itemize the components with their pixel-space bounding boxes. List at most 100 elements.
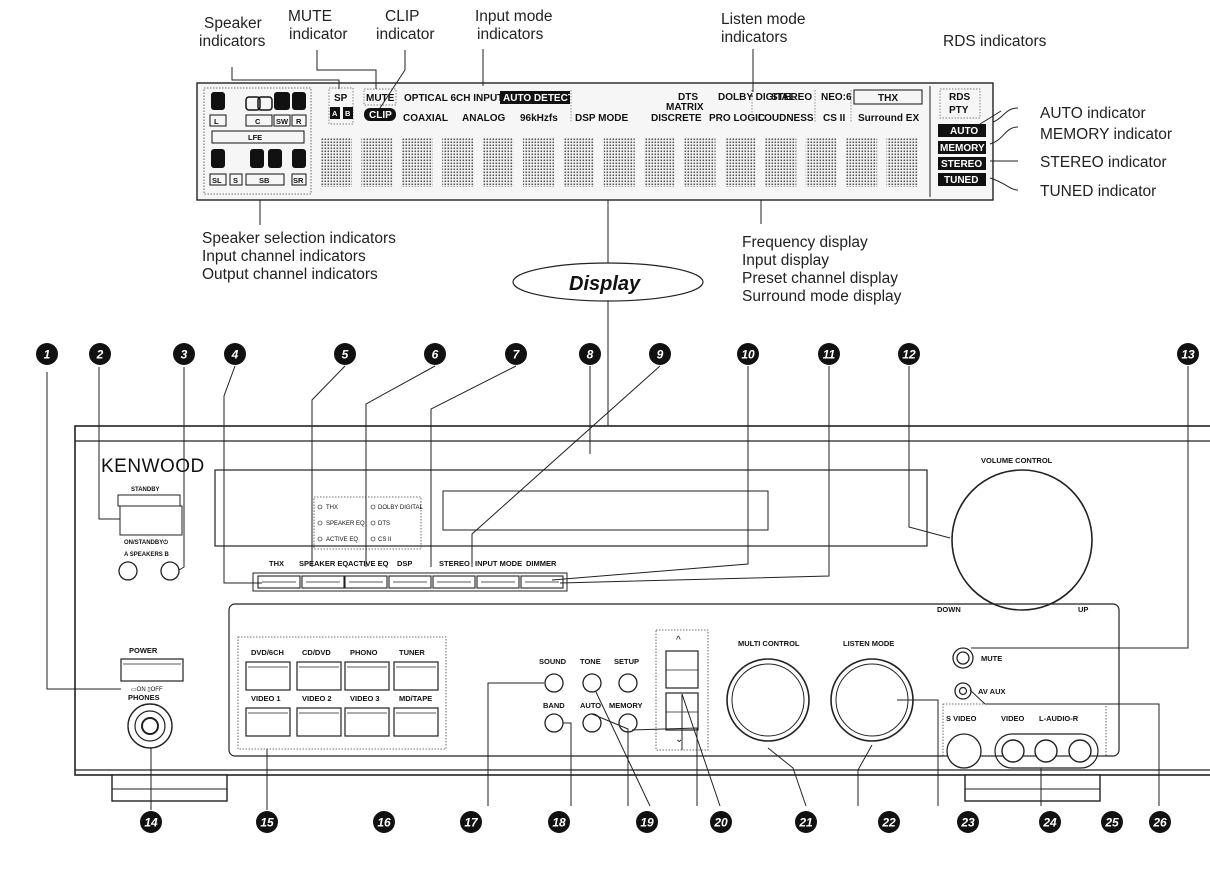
callout-badge-26: [1149, 811, 1171, 833]
l-audio-r-label: L-AUDIO-R: [1039, 714, 1079, 723]
chevron-down-icon: ⌄: [675, 734, 683, 745]
callout-badge-13: [1177, 343, 1199, 365]
label-mute-ind-2: indicator: [289, 26, 348, 43]
setup-button[interactable]: [618, 673, 638, 693]
audio-l-jack[interactable]: [1034, 739, 1058, 763]
label-input-mode-1: Input mode: [475, 8, 553, 25]
vfd-thx: THX: [878, 93, 898, 104]
callout-number-15: 15: [260, 815, 274, 829]
src-cddvd-label: CD/DVD: [302, 648, 331, 657]
callout-number-26: 26: [1152, 815, 1167, 829]
src-video3-button[interactable]: [344, 707, 390, 737]
label-speaker-ind-2: indicators: [199, 33, 266, 50]
vfd-matrix: MATRIX: [666, 102, 704, 113]
vfd-dolby: DOLBY DIGITAL: [718, 92, 795, 103]
preset-up-button[interactable]: [665, 650, 699, 689]
src-dvd6ch-button[interactable]: [245, 661, 291, 691]
standby-label: STANDBY: [131, 487, 160, 493]
vfd-cs2: CS II: [823, 113, 845, 124]
callout-number-6: 6: [432, 347, 439, 361]
vfd-dsp-mode: DSP MODE: [575, 113, 628, 124]
power-button[interactable]: [120, 658, 184, 682]
av-aux-label: AV AUX: [978, 687, 1006, 696]
on-off-label: ▭ON ▯OFF: [131, 687, 163, 693]
callout-number-24: 24: [1042, 815, 1057, 829]
callout-badge-23: [957, 811, 979, 833]
src-video1-button[interactable]: [245, 707, 291, 737]
led-thx: THX: [326, 505, 338, 511]
callout-badge-6: [424, 343, 446, 365]
setup-label: SETUP: [614, 657, 639, 666]
video-jack[interactable]: [1001, 739, 1025, 763]
callout-number-11: 11: [823, 347, 836, 361]
volume-up-label: UP: [1078, 605, 1088, 614]
number-leader-lines: [46, 365, 1189, 810]
callout-number-1: 1: [44, 347, 51, 361]
label-memory: MEMORY indicator: [1040, 126, 1172, 143]
src-mdtape-button[interactable]: [393, 707, 439, 737]
speakers-a-button[interactable]: [118, 561, 138, 581]
tone-button[interactable]: [582, 673, 602, 693]
on-standby-label: ON/STANDBY⏻: [124, 539, 168, 546]
callout-number-4: 4: [231, 347, 239, 361]
label-speaker-sel-1: Speaker selection indicators: [202, 230, 396, 247]
callout-badge-1: [36, 343, 58, 365]
dot-matrix-character: [361, 138, 393, 187]
chevron-up-icon: ^: [676, 635, 681, 646]
top-leader-lines: [231, 49, 1019, 454]
display-title: Display: [569, 273, 641, 295]
dot-matrix-character: [321, 138, 352, 187]
dot-matrix-character: [684, 138, 716, 187]
vfd-discrete: DISCRETE: [651, 113, 702, 124]
callout-badge-11: [818, 343, 840, 365]
src-video2-button[interactable]: [296, 707, 342, 737]
src-phono-button[interactable]: [344, 661, 390, 691]
src-cddvd-button[interactable]: [296, 661, 342, 691]
led-dts: DTS: [378, 521, 390, 527]
vfd-a: A: [332, 109, 338, 118]
src-video2-label: VIDEO 2: [302, 694, 332, 703]
callout-number-18: 18: [552, 815, 566, 829]
ch-sw: SW: [276, 117, 289, 126]
vfd-analog: ANALOG: [462, 113, 506, 124]
callout-badge-18: [548, 811, 570, 833]
callout-number-10: 10: [741, 347, 755, 361]
dot-matrix-character: [442, 138, 474, 187]
sound-button[interactable]: [544, 673, 564, 693]
callout-badge-16: [373, 811, 395, 833]
callout-number-12: 12: [902, 347, 916, 361]
multi-control-knob[interactable]: [726, 658, 810, 742]
led-cs2: CS II: [378, 537, 392, 543]
function-button-row: [252, 572, 568, 592]
label-rds: RDS indicators: [943, 33, 1047, 50]
label-tuned: TUNED indicator: [1040, 183, 1156, 200]
vfd-pty: PTY: [949, 105, 969, 116]
callout-badge-19: [636, 811, 658, 833]
vfd-stereo: STEREO: [771, 92, 812, 103]
s-video-jack[interactable]: [946, 733, 982, 769]
callout-number-22: 22: [881, 815, 896, 829]
callout-number-23: 23: [960, 815, 975, 829]
vfd-clip: CLIP: [369, 110, 392, 121]
standby-button[interactable]: [119, 505, 183, 536]
callout-badge-7: [505, 343, 527, 365]
receiver-body: KENWOOD STANDBY ON/STANDBY⏻ A SPEAKERS B…: [74, 425, 1210, 802]
speakers-b-button[interactable]: [160, 561, 180, 581]
callout-badge-17: [460, 811, 482, 833]
ch-sr: SR: [293, 176, 304, 185]
volume-knob[interactable]: [951, 469, 1093, 611]
src-tuner-button[interactable]: [393, 661, 439, 691]
vfd-b: B: [345, 109, 351, 118]
av-aux-button[interactable]: [954, 682, 972, 700]
band-button[interactable]: [544, 713, 564, 733]
callout-badge-20: [710, 811, 732, 833]
dot-matrix-character: [603, 138, 635, 187]
multi-control-label: MULTI CONTROL: [738, 639, 800, 648]
audio-r-jack[interactable]: [1068, 739, 1092, 763]
vfd-loudness: LOUDNESS: [758, 113, 814, 124]
vfd-sp: SP: [334, 93, 348, 104]
callout-number-5: 5: [342, 347, 349, 361]
label-freq-2: Input display: [742, 252, 829, 269]
mute-button[interactable]: [952, 647, 974, 669]
label-listen-mode-1: Listen mode: [721, 11, 805, 28]
